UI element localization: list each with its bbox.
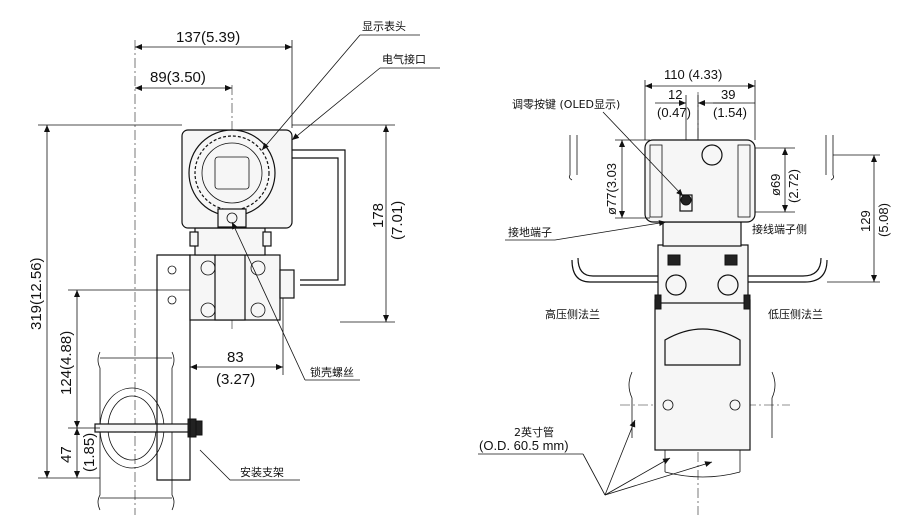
dim-77-label: ø77(3.03 bbox=[604, 163, 619, 215]
flanges-right bbox=[654, 244, 751, 310]
label-pipe: 2英寸管 bbox=[514, 425, 554, 439]
label-mounting-bracket: 安装支架 bbox=[240, 465, 284, 479]
label-lock-screw: 锁壳螺丝 bbox=[310, 365, 354, 379]
dim-89-label: 89(3.50) bbox=[150, 69, 206, 86]
dim-110-label: 110 (4.33) bbox=[664, 67, 722, 82]
mounting-bracket-left bbox=[156, 254, 191, 481]
dim-319-label: 319(12.56) bbox=[28, 257, 45, 330]
dim-69-label: ø69 bbox=[768, 174, 783, 196]
dim-12-inch-label: (0.47) bbox=[657, 105, 691, 120]
dim-137-label: 137(5.39) bbox=[176, 29, 240, 46]
dim-39-inch-label: (1.54) bbox=[713, 105, 747, 120]
label-electrical-port: 电气接口 bbox=[382, 52, 426, 66]
flange-body-left bbox=[189, 254, 295, 321]
dim-12-label: 12 bbox=[668, 87, 682, 102]
label-display-head: 显示表头 bbox=[362, 19, 406, 33]
transmitter-housing-left bbox=[181, 129, 293, 229]
dim-47-inch-label: (1.85) bbox=[81, 433, 98, 472]
dim-83-label: 83 bbox=[227, 349, 244, 366]
label-pipe-od: (O.D. 60.5 mm) bbox=[479, 438, 569, 453]
dim-178-label: 178 bbox=[370, 203, 387, 228]
dim-39-label: 39 bbox=[721, 87, 735, 102]
label-zero-key: 调零按键 (OLED显示) bbox=[512, 97, 620, 111]
dim-47-label: 47 bbox=[58, 446, 75, 463]
label-terminal-side: 接线端子侧 bbox=[752, 222, 807, 236]
label-low-pressure-flange: 低压侧法兰 bbox=[768, 307, 823, 321]
label-high-pressure-flange: 高压侧法兰 bbox=[545, 307, 600, 321]
mounting-pipe-left bbox=[94, 351, 203, 511]
dim-178-inch-label: (7.01) bbox=[389, 201, 406, 240]
label-ground-terminal: 接地端子 bbox=[508, 226, 552, 239]
dim-129-label: 129 bbox=[858, 210, 873, 232]
dim-124-label: 124(4.88) bbox=[58, 331, 75, 395]
transmitter-housing-right bbox=[644, 139, 756, 223]
dim-129-inch-label: (5.08) bbox=[876, 203, 891, 237]
right-front-view bbox=[478, 80, 880, 515]
dim-69-inch-label: (2.72) bbox=[786, 169, 801, 203]
left-side-view bbox=[38, 34, 440, 515]
dim-83-inch-label: (3.27) bbox=[216, 371, 255, 388]
